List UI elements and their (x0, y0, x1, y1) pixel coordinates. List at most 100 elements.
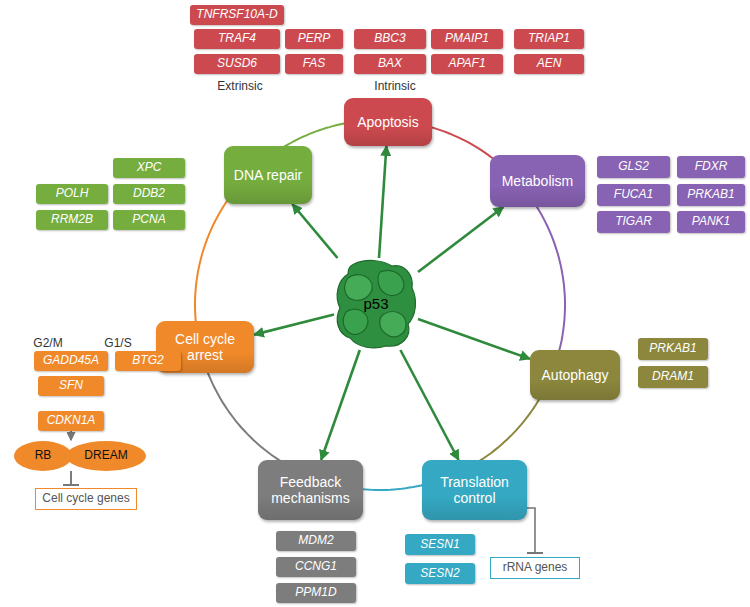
gene-box: BTG2 (115, 351, 181, 371)
node-text: Apoptosis (357, 114, 418, 130)
category-box: DNA repair (224, 146, 312, 204)
category-box: Metabolism (490, 155, 585, 207)
node-text: AEN (537, 57, 562, 71)
gene-box: TRIAP1 (514, 29, 584, 49)
gene-box: PRKAB1 (638, 338, 708, 360)
group-label: G1/S (104, 336, 131, 350)
node-text: SESN1 (420, 538, 459, 552)
node-text: Feedback mechanisms (263, 474, 358, 506)
node-text: TIGAR (615, 215, 652, 229)
gene-box: BBC3 (354, 29, 426, 49)
gene-box: SESN2 (405, 563, 475, 584)
target-box: rRNA genes (490, 557, 580, 579)
activation-arrow (321, 350, 360, 460)
node-text: FUCA1 (614, 188, 653, 202)
gene-box: PANK1 (677, 211, 745, 233)
node-text: DNA repair (234, 167, 302, 183)
node-text: PERP (298, 32, 331, 46)
gene-box: DDB2 (113, 184, 185, 204)
node-text: DRAM1 (652, 370, 694, 384)
inhibition-line (70, 471, 72, 485)
p53-protein: p53 (334, 258, 418, 350)
activation-arrow (418, 207, 503, 272)
category-box: Autophagy (530, 350, 620, 400)
node-text: POLH (56, 187, 89, 201)
node-text: BTG2 (132, 354, 163, 368)
node-text: RB (35, 449, 52, 463)
node-text: PCNA (132, 213, 165, 227)
gene-box: FAS (285, 54, 343, 74)
group-label: Extrinsic (217, 79, 262, 93)
gene-box: GADD45A (34, 351, 108, 371)
node-text: GADD45A (43, 354, 99, 368)
node-text: Translation control (427, 474, 522, 506)
gene-box: POLH (36, 184, 108, 204)
cycle-arc (525, 191, 565, 368)
gene-box: PRKAB1 (677, 184, 745, 206)
node-text: TNFRSF10A-D (196, 8, 277, 22)
group-label: G2/M (33, 336, 62, 350)
gene-box: PCNA (113, 210, 185, 230)
gene-box: FDXR (677, 156, 745, 178)
node-text: SESN2 (420, 567, 459, 581)
gene-box: GLS2 (597, 156, 670, 178)
node-text: PMAIP1 (445, 32, 489, 46)
gene-box: TNFRSF10A-D (190, 5, 284, 25)
gene-box: SUSD6 (194, 54, 280, 74)
gene-box: PERP (285, 29, 343, 49)
category-box: Apoptosis (344, 98, 432, 146)
node-text: p53 (363, 295, 388, 312)
target-box: Cell cycle genes (35, 488, 137, 510)
node-text: XPC (137, 161, 162, 175)
gene-box: APAF1 (431, 54, 503, 74)
gene-box: SFN (38, 376, 104, 396)
activation-arrow (292, 204, 337, 258)
gene-box: CCNG1 (276, 557, 356, 577)
node-text: Metabolism (502, 173, 574, 189)
node-text: PANK1 (692, 215, 730, 229)
inhibition-line (527, 508, 535, 553)
gene-box: DRAM1 (638, 366, 708, 388)
node-text: PPM1D (295, 586, 336, 600)
node-text: GLS2 (618, 160, 649, 174)
node-text: BAX (378, 57, 402, 71)
gene-box: MDM2 (276, 531, 356, 551)
gene-box: FUCA1 (597, 184, 670, 206)
inhibition-line (70, 471, 72, 485)
gene-box: CDKN1A (38, 411, 104, 431)
gene-box: PPM1D (276, 583, 356, 603)
group-label: Intrinsic (374, 79, 415, 93)
gene-box: SESN1 (405, 534, 475, 555)
node-text: MDM2 (298, 534, 333, 548)
gene-box: AEN (514, 54, 584, 74)
activation-arrow (400, 350, 458, 460)
node-text: Cell cycle genes (42, 492, 129, 506)
gene-box: TIGAR (597, 211, 670, 233)
node-text: DREAM (84, 449, 127, 463)
gene-box: XPC (113, 158, 185, 178)
pathway-arrow (70, 431, 72, 440)
node-text: FDXR (695, 160, 728, 174)
activation-arrow (418, 319, 530, 359)
node-text: PRKAB1 (687, 188, 734, 202)
node-text: RRM2B (51, 213, 93, 227)
node-text: CDKN1A (47, 414, 96, 428)
node-text: TRIAP1 (528, 32, 570, 46)
gene-box: PMAIP1 (431, 29, 503, 49)
pathway-arrow (70, 431, 72, 440)
gene-box: RRM2B (36, 210, 108, 230)
activation-arrow (379, 146, 386, 258)
node-text: APAF1 (448, 57, 485, 71)
activation-arrow (254, 315, 334, 335)
gene-box: BAX (354, 54, 426, 74)
node-text: SUSD6 (217, 57, 257, 71)
node-text: rRNA genes (503, 561, 568, 575)
node-text: FAS (303, 57, 325, 71)
category-box: Feedback mechanisms (258, 460, 363, 520)
category-box: Translation control (422, 460, 527, 520)
complex-ellipse: DREAM (66, 441, 146, 471)
node-text: DDB2 (133, 187, 165, 201)
node-text: Autophagy (542, 367, 609, 383)
node-text: SFN (59, 379, 83, 393)
